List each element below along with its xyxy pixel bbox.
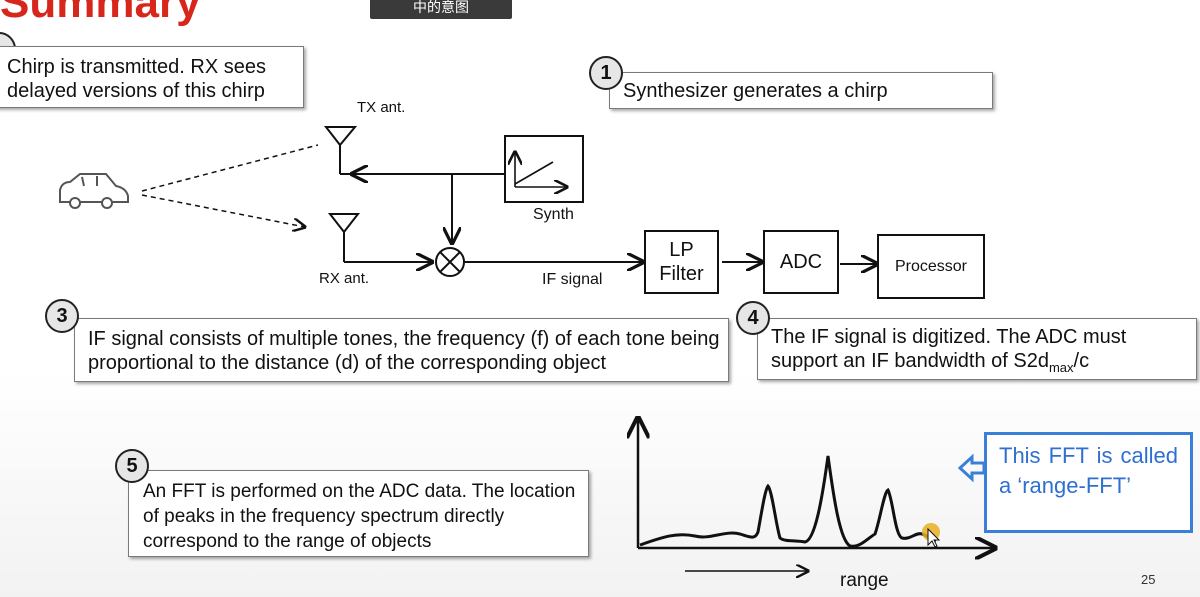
processor-label: Processor (894, 257, 968, 275)
callout-2-text: Chirp is transmitted. RX sees delayed ve… (7, 56, 266, 102)
range-fft-note-text: This FFT is called a ‘range-FFT’ (999, 443, 1178, 498)
hollow-left-arrow-icon (958, 453, 986, 483)
processor-block: Processor (877, 234, 985, 299)
car-icon (59, 173, 129, 209)
adc-label: ADC (779, 251, 823, 273)
callout-4-box: The IF signal is digitized. The ADC must… (757, 318, 1197, 380)
callout-2-box: Chirp is transmitted. RX sees delayed ve… (0, 46, 304, 108)
callout-4-text: The IF signal is digitized. The ADC must… (771, 326, 1127, 372)
slide-title: Summary (0, 0, 201, 27)
tx-label: TX ant. (357, 99, 406, 116)
synth-label: Synth (533, 206, 574, 223)
callout-5-badge: 5 (115, 449, 149, 483)
lp-filter-label: LP Filter (659, 239, 704, 285)
tx-ray (141, 144, 319, 192)
callout-4-badge: 4 (736, 301, 770, 335)
adc-block: ADC (763, 230, 839, 294)
if-signal-label: IF signal (542, 271, 603, 288)
rx-label: RX ant. (319, 270, 370, 287)
tx-antenna-icon (323, 126, 358, 174)
spectrum-curve (639, 455, 937, 548)
synth-block (504, 135, 584, 203)
cursor-arrow-icon (927, 527, 941, 548)
callout-4-text-end: /c (1073, 350, 1090, 372)
callout-1-text: Synthesizer generates a chirp (623, 80, 888, 102)
callout-1-box: Synthesizer generates a chirp (609, 72, 993, 109)
range-fft-note: This FFT is called a ‘range-FFT’ (984, 432, 1193, 533)
top-tab: 中的意图 (370, 0, 512, 19)
callout-4-subscript: max (1048, 360, 1074, 375)
callout-3-badge: 3 (45, 299, 79, 333)
callout-3-text: IF signal consists of multiple tones, th… (88, 328, 720, 374)
block-diagram (59, 126, 1000, 277)
page-number: 25 (1141, 572, 1156, 587)
callout-5-text: An FFT is performed on the ADC data. The… (143, 481, 576, 552)
rx-antenna-icon (327, 213, 361, 262)
mixer-icon (435, 247, 465, 277)
chirp-graph-icon (515, 152, 567, 187)
range-spectrum-plot (600, 400, 1020, 597)
callout-5-box: An FFT is performed on the ADC data. The… (128, 470, 589, 557)
rx-ray (141, 194, 305, 227)
callout-1-badge: 1 (589, 56, 623, 90)
lp-filter-block: LP Filter (644, 230, 719, 294)
range-label: range (840, 570, 889, 591)
callout-3-box: IF signal consists of multiple tones, th… (74, 318, 729, 382)
